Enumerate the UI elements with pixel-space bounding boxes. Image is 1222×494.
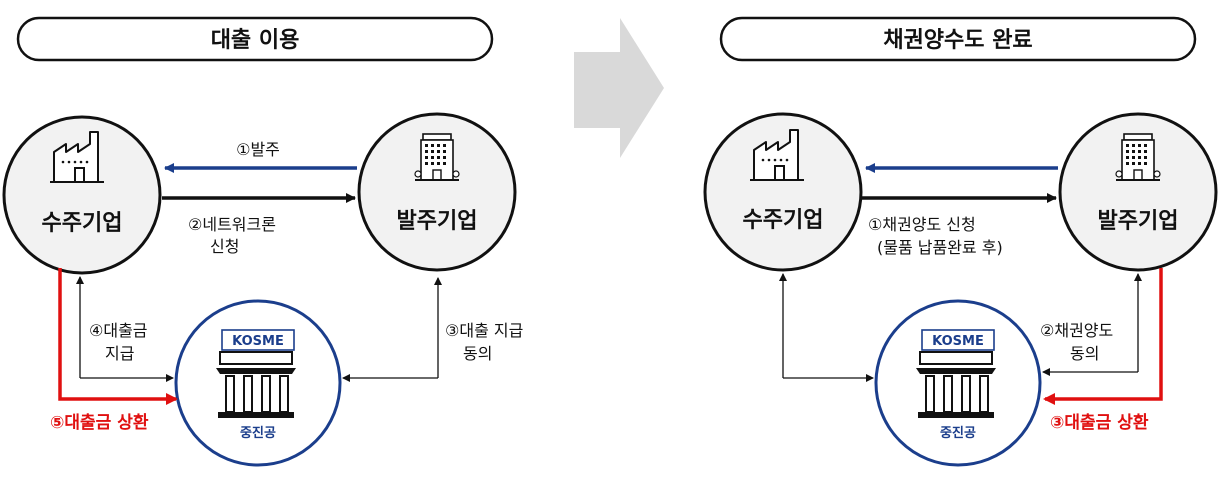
panel-right-title: 채권양수도 완료: [883, 28, 1032, 53]
left-repay-arrow: [58, 268, 178, 405]
kosme-logo: KOSME: [932, 334, 984, 349]
left-supplier-node: 수주기업: [2, 115, 162, 275]
panel-left-title: 대출 이용: [211, 28, 300, 53]
left-supplier-label: 수주기업: [42, 211, 123, 236]
building-icon: [1115, 133, 1161, 181]
panel-right: 채권양수도 완료 수주기업 발주기업 KOSME 중진공: [703, 16, 1218, 467]
right-agency-label: 중진공: [940, 425, 976, 441]
right-agency-node: KOSME 중진공: [874, 299, 1042, 467]
right-repay-label: ③대출금 상환: [1050, 413, 1149, 433]
left-network-loan-label-1: ②네트워크론: [188, 215, 276, 234]
panel-right-title-box: [719, 16, 1197, 62]
panel-left-title-box: [16, 16, 494, 62]
left-consent-label-2: 동의: [463, 344, 492, 363]
left-agency-label: 중진공: [240, 425, 276, 441]
left-orderer-label: 발주기업: [397, 209, 478, 234]
left-loan-pay-label-2: 지급: [105, 344, 134, 363]
right-supplier-label: 수주기업: [743, 208, 824, 233]
left-orderer-node: 발주기업: [357, 112, 517, 272]
building-icon: [414, 133, 460, 181]
kosme-logo-box: [921, 329, 995, 351]
right-transfer-label-2: (물품 납품완료 후): [877, 238, 1003, 257]
left-consent-label-1: ③대출 지급: [445, 321, 523, 340]
left-order-label: ①발주: [236, 140, 280, 159]
right-supplier-node: 수주기업: [703, 112, 863, 272]
left-network-loan-label-2: 신청: [210, 237, 239, 256]
right-consent-label-1: ②채권양도: [1040, 321, 1113, 340]
right-consent-label-2: 동의: [1070, 344, 1099, 363]
left-agency-node: KOSME 중진공: [174, 299, 342, 467]
right-repay-arrow: [1043, 268, 1163, 405]
right-orderer-label: 발주기업: [1098, 209, 1179, 234]
panel-left: 대출 이용 수주기업 발주기업 KOSME 중진공: [2, 16, 523, 467]
right-transfer-label-1: ①채권양도 신청: [868, 215, 976, 234]
transition-arrow: [574, 18, 664, 158]
right-orderer-node: 발주기업: [1058, 112, 1218, 272]
kosme-logo: KOSME: [232, 334, 284, 349]
left-loan-pay-label-1: ④대출금: [89, 321, 148, 340]
left-repay-label: ⑤대출금 상환: [50, 413, 149, 433]
kosme-logo-box: [221, 329, 295, 351]
